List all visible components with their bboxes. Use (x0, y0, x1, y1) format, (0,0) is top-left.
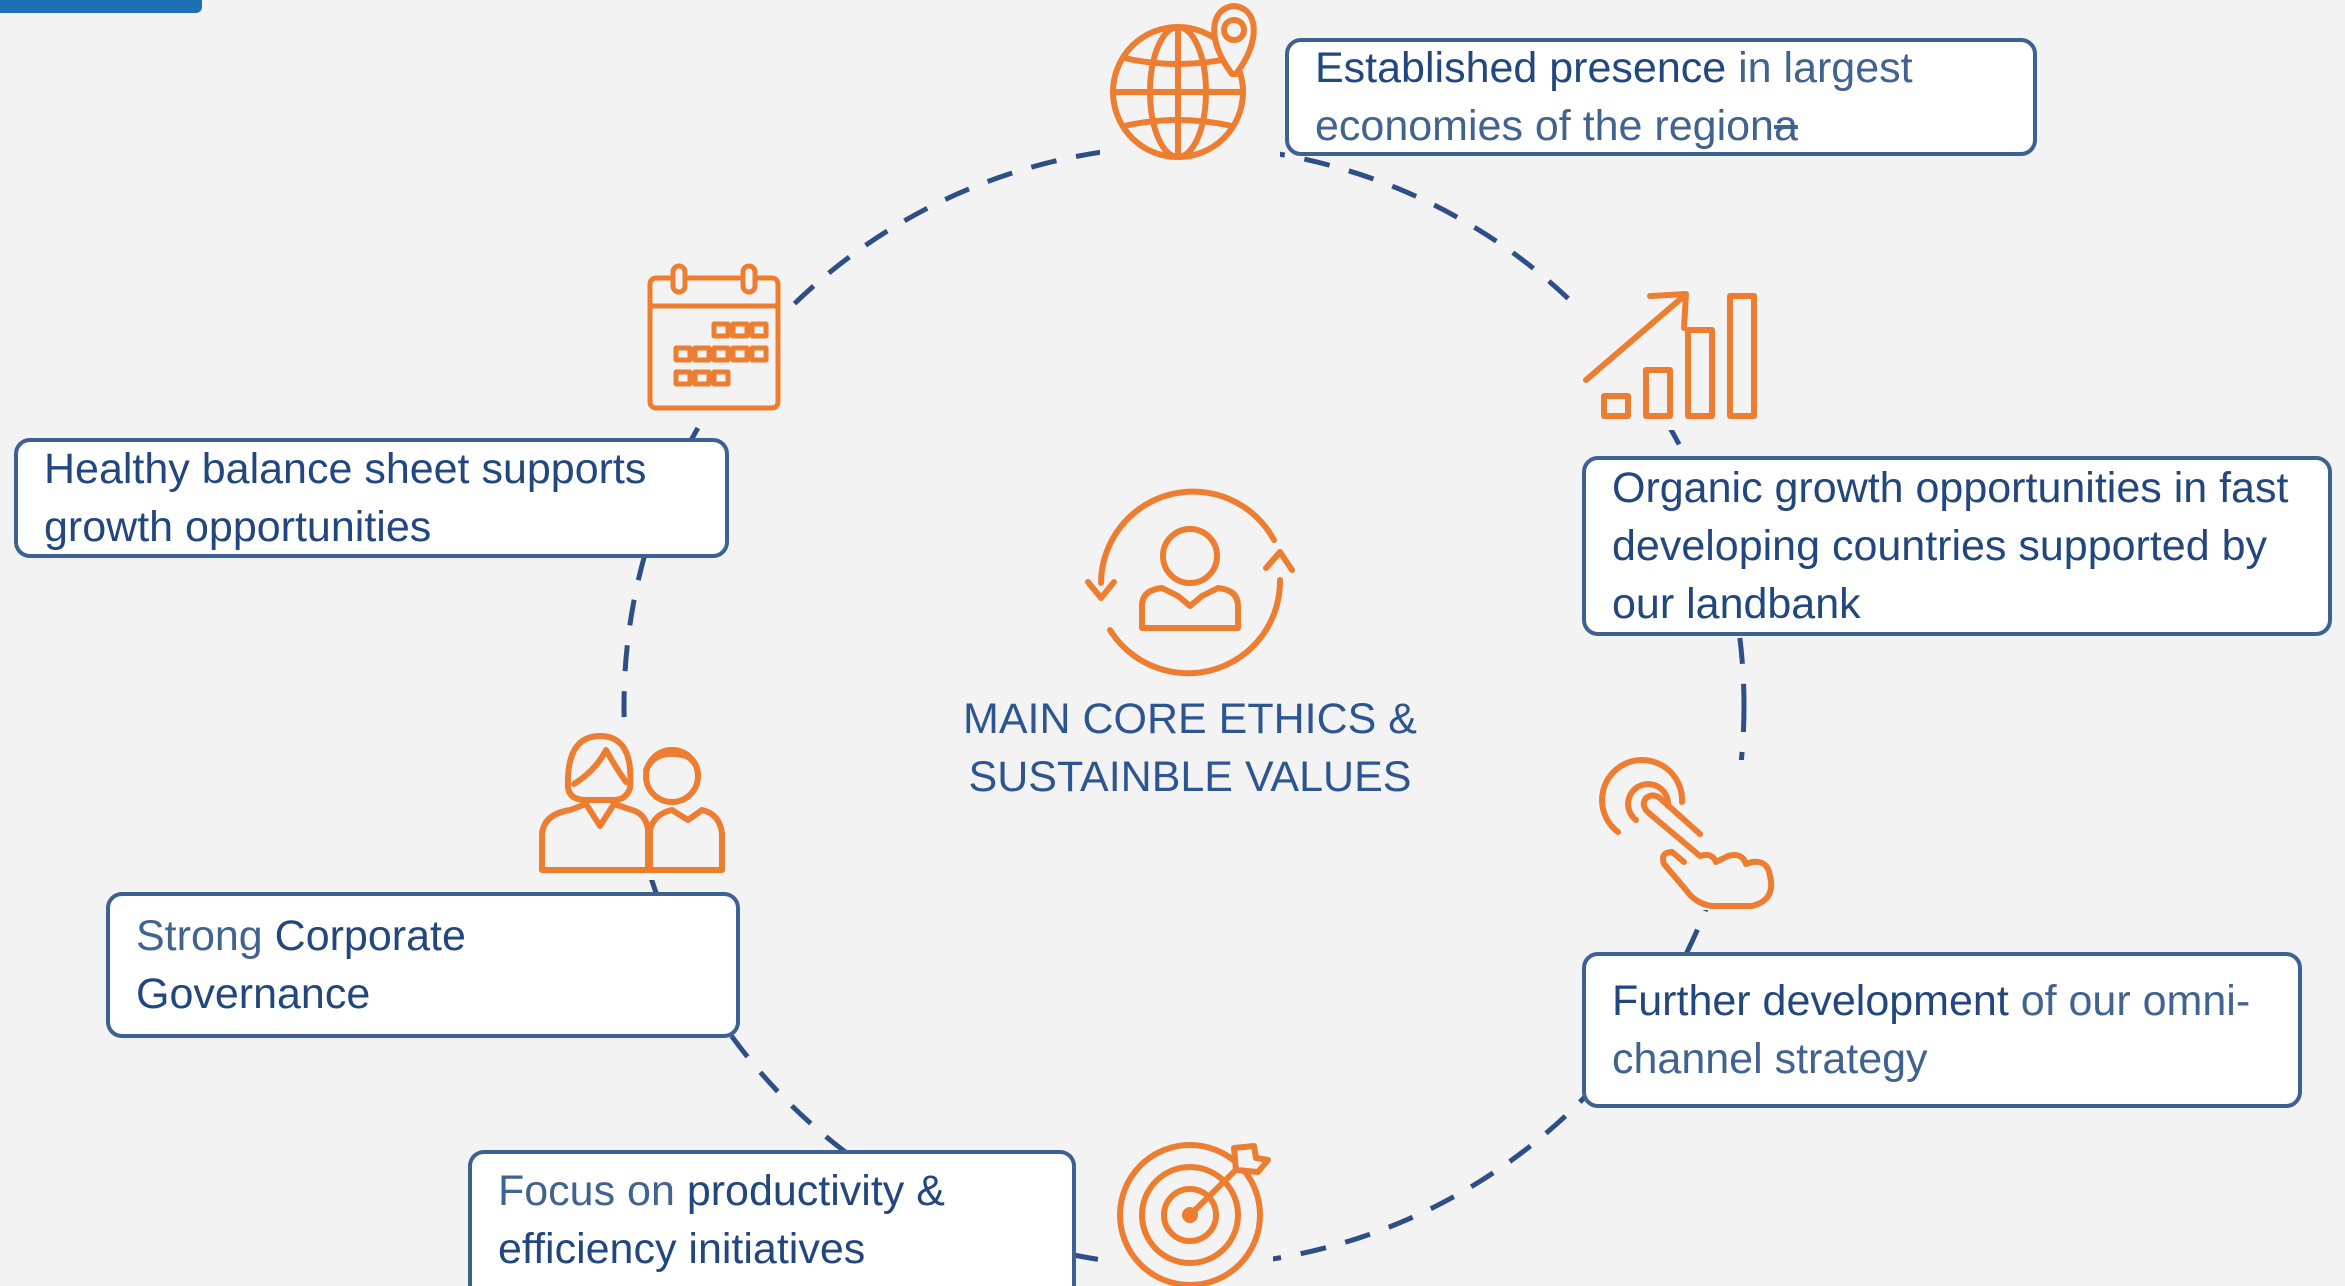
governance-bold: Corporate Governance (136, 912, 466, 1018)
omni-bold: Further development (1612, 977, 2009, 1025)
box-productivity: Focus on productivity & efficiency initi… (468, 1150, 1076, 1286)
presence-line2-strike: a (1773, 102, 1798, 150)
people-icon (535, 725, 730, 880)
omni-line2: channel strategy (1612, 1035, 1928, 1083)
governance-light: Strong (136, 912, 275, 960)
productivity-bold: productivity & (686, 1167, 945, 1215)
productivity-light: Focus on (498, 1167, 687, 1215)
person-cycle-icon (1085, 488, 1295, 677)
box-omnichannel: Further development of our omni- channel… (1582, 952, 2302, 1108)
omni-rest: of our omni- (2008, 977, 2251, 1025)
organic-line3: our landbank (1612, 580, 1861, 628)
productivity-line2: efficiency initiatives (498, 1225, 866, 1273)
presence-bold: Established presence (1315, 44, 1727, 92)
center-title: MAIN CORE ETHICS & SUSTAINBLE VALUES (930, 690, 1450, 806)
touch-hand-icon (1599, 757, 1785, 910)
globe-location-icon (1100, 0, 1280, 160)
growth-chart-icon (1575, 290, 1765, 430)
presence-rest: in largest (1726, 44, 1913, 92)
center-title-line1: MAIN CORE ETHICS & (963, 695, 1417, 743)
box-governance: Strong Corporate Governance (106, 892, 740, 1038)
balance-line1: Healthy balance sheet supports (44, 445, 647, 493)
target-icon (1108, 1140, 1273, 1286)
organic-line2: developing countries supported by (1612, 522, 2267, 570)
box-established-presence: Established presence in largest economie… (1285, 38, 2037, 156)
center-title-line2: SUSTAINBLE VALUES (968, 753, 1412, 801)
corner-tab (0, 0, 202, 13)
box-organic-growth: Organic growth opportunities in fast dev… (1582, 456, 2332, 636)
balance-line2: growth opportunities (44, 503, 432, 551)
organic-line1: Organic growth opportunities in fast (1612, 464, 2289, 512)
box-balance-sheet: Healthy balance sheet supports growth op… (14, 438, 729, 558)
presence-line2: economies of the region (1315, 102, 1774, 150)
calendar-icon (640, 262, 785, 412)
